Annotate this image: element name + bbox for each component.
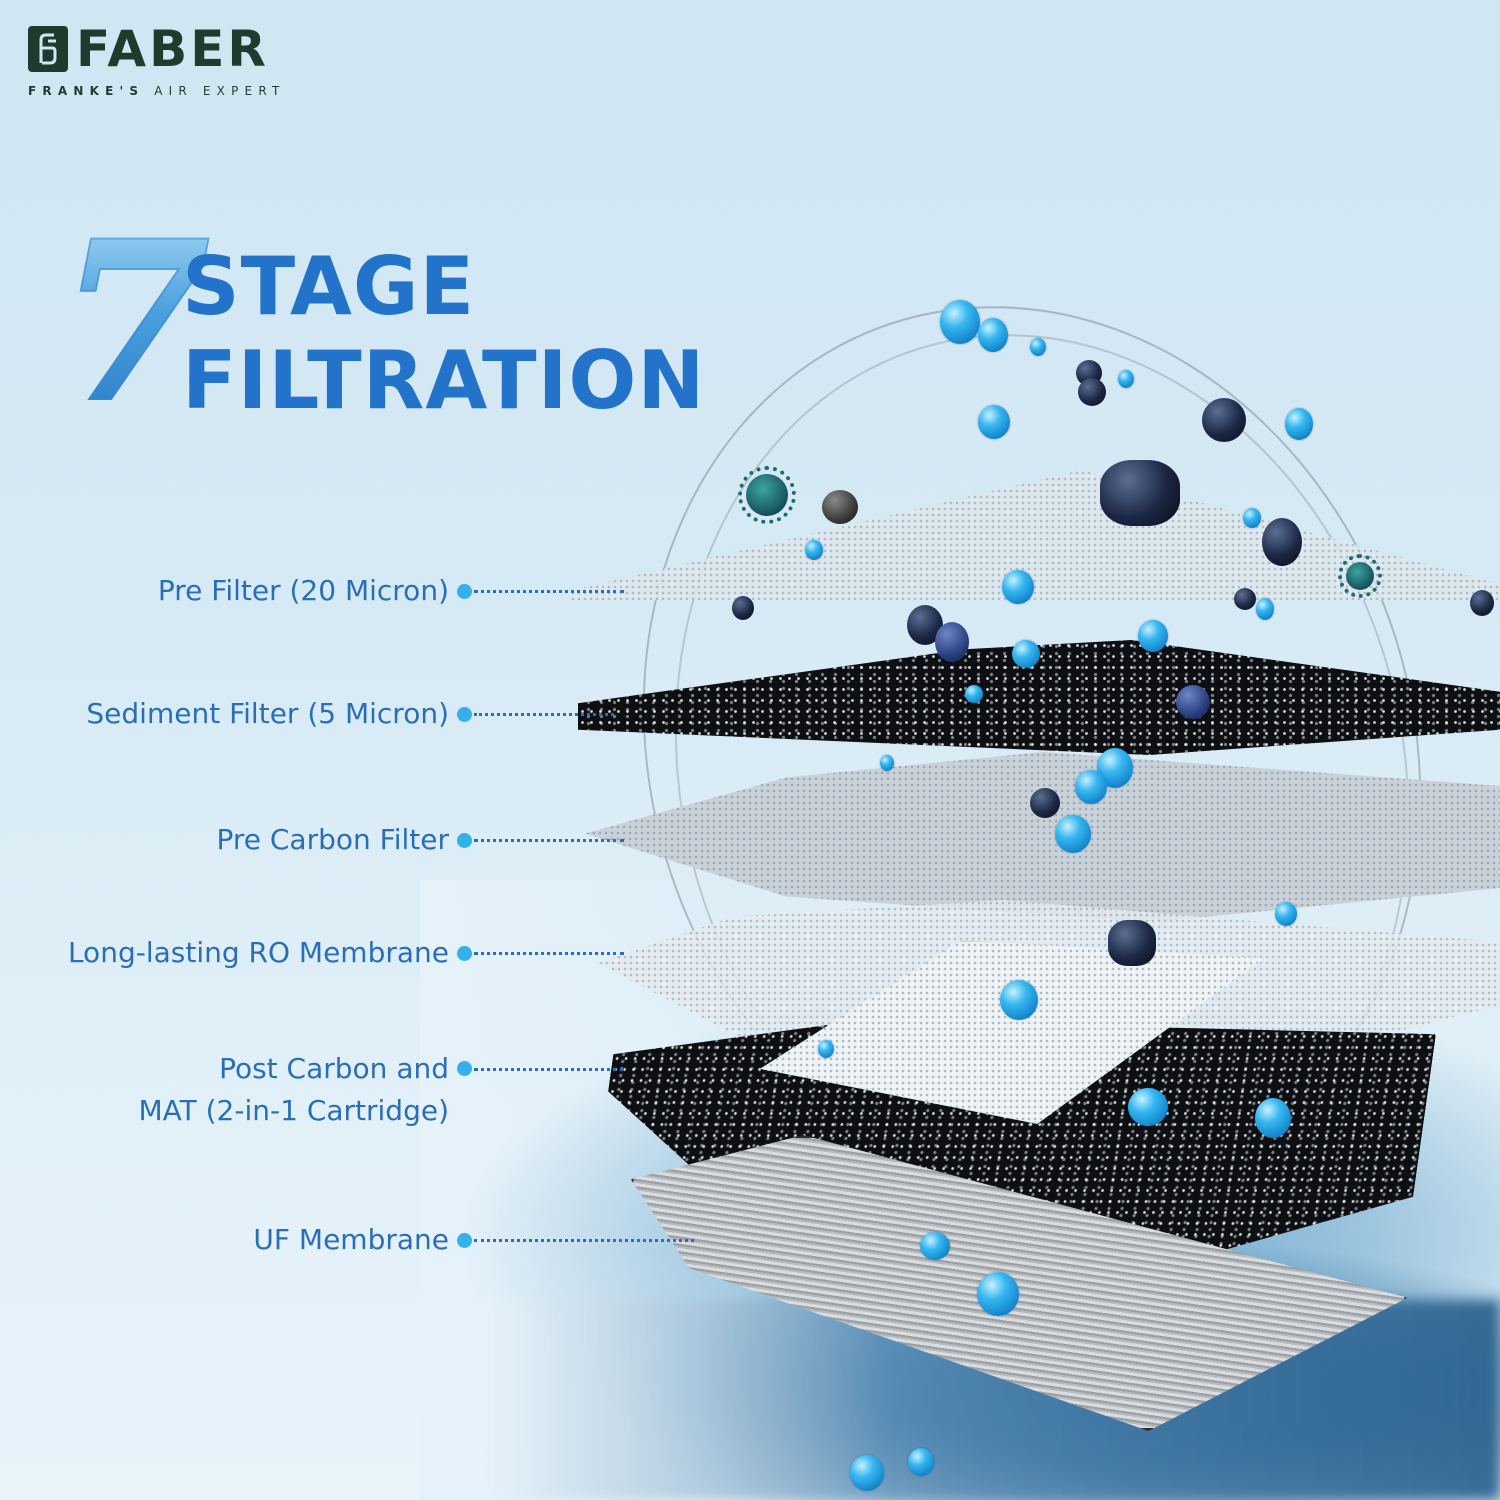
marker-dot-icon (457, 832, 472, 848)
stage-label-post-carbon-mat: Post Carbon and MAT (2-in-1 Cartridge) (138, 1048, 472, 1132)
stage-label-line2: MAT (2-in-1 Cartridge) (138, 1094, 449, 1127)
leader-line (474, 713, 614, 716)
stage-label-ro-membrane: Long-lasting RO Membrane (68, 932, 472, 974)
water-droplet-icon (1128, 1088, 1168, 1126)
water-droplet-icon (1243, 508, 1261, 528)
water-droplet-icon (1256, 598, 1274, 620)
contaminant-particle-icon (1470, 590, 1494, 616)
water-droplet-icon (1138, 620, 1168, 652)
contaminant-particle-icon (1030, 788, 1060, 818)
water-droplet-icon (880, 755, 894, 771)
contaminant-cluster-icon (1100, 460, 1180, 526)
water-droplet-icon (1255, 1098, 1291, 1138)
water-droplet-icon (965, 685, 983, 703)
stage-label-text: UF Membrane (253, 1223, 449, 1256)
title-line-filtration: FILTRATION (182, 334, 706, 427)
contaminant-particle-icon (935, 622, 969, 662)
water-droplet-icon (1012, 640, 1040, 668)
water-droplet-icon (1002, 570, 1034, 604)
tagline-bold: FRANKE'S (28, 84, 145, 98)
marker-dot-icon (457, 1061, 472, 1076)
water-droplet-icon (1030, 338, 1046, 356)
leader-line (474, 590, 624, 593)
water-droplet-icon (850, 1455, 884, 1491)
contaminant-cluster-icon (1108, 920, 1156, 966)
page-title: STAGE FILTRATION (182, 242, 705, 426)
stage-label-text: Pre Filter (20 Micron) (157, 574, 449, 607)
leader-line (474, 952, 624, 955)
water-droplet-icon (1285, 408, 1313, 440)
contaminant-particle-icon (732, 596, 754, 620)
water-droplet-icon (920, 1232, 950, 1260)
stage-label-line1: Post Carbon and (219, 1052, 449, 1085)
contaminant-particle-icon (1234, 588, 1256, 610)
stage-label-text: Pre Carbon Filter (216, 823, 449, 856)
contaminant-particle-icon (1176, 685, 1210, 719)
water-droplet-icon (978, 405, 1010, 439)
water-droplet-icon (1275, 902, 1297, 926)
brand-logo: FABER FRANKE'S AIR EXPERT (28, 20, 286, 98)
water-droplet-icon (805, 540, 823, 560)
leader-line (474, 1239, 694, 1242)
stage-label-pre-carbon-filter: Pre Carbon Filter (216, 819, 472, 861)
water-droplet-icon (908, 1448, 934, 1476)
water-droplet-icon (978, 318, 1008, 352)
marker-dot-icon (457, 1232, 472, 1248)
tagline-rest: AIR EXPERT (154, 84, 286, 98)
water-droplet-icon (818, 1040, 834, 1058)
virus-icon (738, 466, 796, 524)
water-droplet-icon (1118, 370, 1134, 388)
faber-f-mark-icon (28, 26, 68, 72)
stage-label-text: Post Carbon and MAT (2-in-1 Cartridge) (138, 1048, 449, 1132)
marker-dot-icon (457, 583, 472, 599)
water-droplet-icon (977, 1272, 1019, 1316)
water-seven-numeral: 7 (57, 192, 212, 451)
water-droplet-icon (1075, 770, 1107, 804)
stage-label-sediment-filter: Sediment Filter (5 Micron) (86, 693, 472, 735)
brand-name: FABER (76, 20, 269, 78)
water-droplet-icon (1000, 980, 1038, 1020)
stage-label-pre-filter: Pre Filter (20 Micron) (158, 570, 472, 612)
stage-label-text: Long-lasting RO Membrane (67, 936, 449, 969)
brand-tagline: FRANKE'S AIR EXPERT (28, 84, 286, 98)
title-line-stage: STAGE (182, 240, 476, 333)
stage-label-uf-membrane: UF Membrane (253, 1219, 472, 1261)
marker-dot-icon (457, 706, 472, 722)
contaminant-particle-icon (1202, 398, 1246, 442)
water-droplet-icon (1055, 815, 1091, 853)
bacteria-icon (822, 490, 858, 524)
marker-dot-icon (457, 945, 472, 961)
contaminant-particle-icon (1262, 518, 1302, 566)
water-droplet-icon (940, 300, 980, 344)
virus-icon (1338, 554, 1382, 598)
contaminant-particle-icon (1078, 378, 1106, 406)
leader-line (474, 1068, 624, 1071)
leader-line (474, 839, 624, 842)
stage-label-text: Sediment Filter (5 Micron) (86, 697, 449, 730)
